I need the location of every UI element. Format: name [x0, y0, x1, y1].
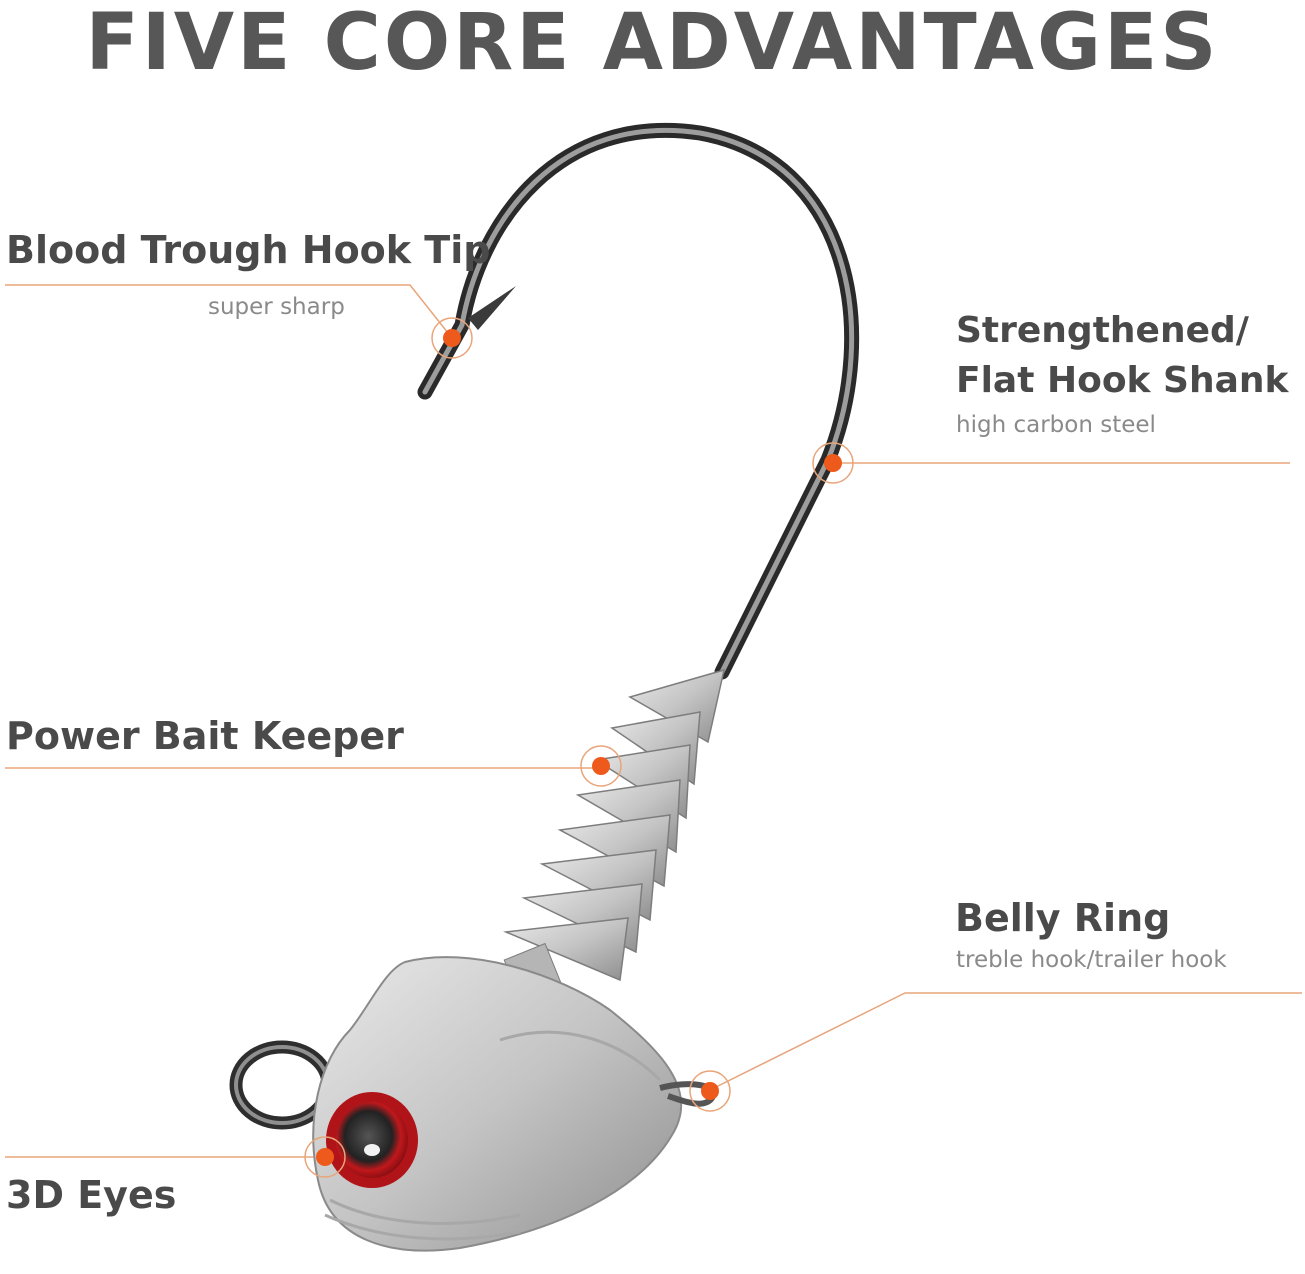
hook-wire [417, 122, 860, 680]
belly-ring-sub: treble hook/trailer hook [956, 947, 1227, 973]
3d-eye [326, 1092, 418, 1188]
bait-keeper-collar [503, 668, 726, 982]
shank-label-line2: Flat Hook Shank [956, 360, 1289, 401]
hook-tip-label: Blood Trough Hook Tip [6, 228, 491, 272]
marker-eyes [304, 1136, 346, 1178]
marker-shank [812, 442, 854, 484]
belly-ring-line [709, 992, 1302, 1091]
marker-hook-tip [431, 317, 473, 359]
jig-head [312, 956, 683, 1252]
marker-bait-keeper [580, 745, 622, 787]
bait-keeper-label: Power Bait Keeper [6, 714, 404, 758]
eyes-label: 3D Eyes [6, 1173, 177, 1217]
callout-lines [5, 284, 1302, 1158]
belly-ring-label: Belly Ring [955, 896, 1171, 940]
shank-label-line1: Strengthened/ [956, 310, 1249, 351]
marker-belly-ring [689, 1070, 731, 1112]
page-title: FIVE CORE ADVANTAGES [85, 0, 1220, 88]
hook-tip-sub: super sharp [208, 294, 345, 320]
callout-markers [304, 317, 854, 1178]
hook-tip-line [5, 284, 453, 339]
shank-sub: high carbon steel [956, 412, 1156, 438]
